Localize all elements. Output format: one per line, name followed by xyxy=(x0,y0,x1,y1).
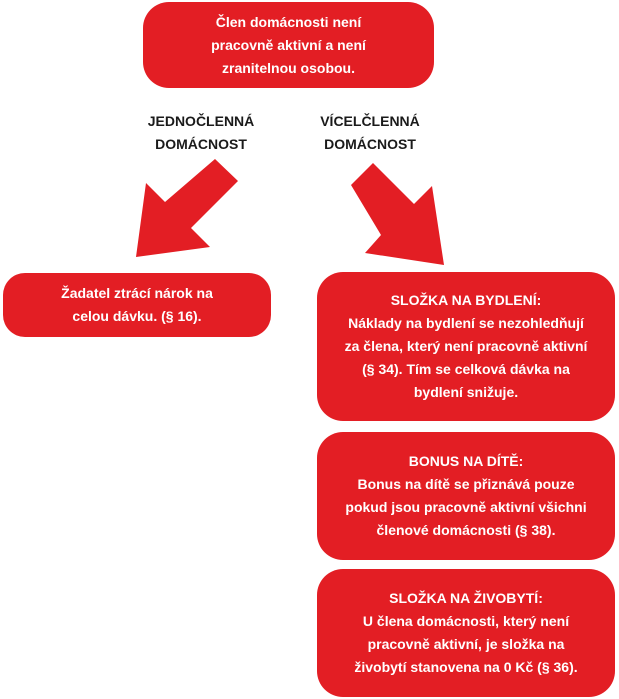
subsistence-box-line: U člena domácnosti, který není xyxy=(362,613,570,629)
left-result-box: Žadatel ztrácí nárok na celou dávku. (§ … xyxy=(3,273,271,337)
arrow-down-right-icon xyxy=(351,163,444,265)
child-bonus-box-line: Bonus na dítě se přiznává pouze xyxy=(357,476,575,492)
left-box-line: celou dávku. (§ 16). xyxy=(72,308,202,324)
branch-label-line: DOMÁCNOST xyxy=(324,136,416,152)
branch-label-line: DOMÁCNOST xyxy=(155,136,247,152)
branch-label-single: JEDNOČLENNÁ DOMÁCNOST xyxy=(116,110,286,156)
top-box: Člen domácnosti není pracovně aktivní a … xyxy=(143,2,434,88)
subsistence-box-line: živobytí stanovena na 0 Kč (§ 36). xyxy=(354,659,578,675)
child-bonus-box: BONUS NA DÍTĚ: Bonus na dítě se přiznává… xyxy=(317,432,615,560)
arrow-down-left-icon xyxy=(136,159,238,257)
housing-box-line: Náklady na bydlení se nezohledňují xyxy=(348,315,584,331)
top-box-line: pracovně aktivní a není xyxy=(211,36,366,53)
subsistence-component-box: SLOŽKA NA ŽIVOBYTÍ: U člena domácnosti, … xyxy=(317,569,615,697)
left-box-line: Žadatel ztrácí nárok na xyxy=(61,285,213,301)
housing-box-line: (§ 34). Tím se celková dávka na xyxy=(362,361,570,377)
housing-component-box: SLOŽKA NA BYDLENÍ: Náklady na bydlení se… xyxy=(317,272,615,421)
branch-label-multi: VÍCELČLENNÁ DOMÁCNOST xyxy=(285,110,455,156)
child-bonus-box-line: BONUS NA DÍTĚ: xyxy=(408,453,524,469)
subsistence-box-line: pracovně aktivní, je složka na xyxy=(367,636,565,652)
branch-label-line: JEDNOČLENNÁ xyxy=(147,113,255,129)
housing-box-line: za člena, který není pracovně aktivní xyxy=(344,338,588,354)
subsistence-box-line: SLOŽKA NA ŽIVOBYTÍ: xyxy=(389,590,543,606)
top-box-line: Člen domácnosti není xyxy=(215,13,362,30)
child-bonus-box-line: členové domácnosti (§ 38). xyxy=(376,522,556,538)
housing-box-line: SLOŽKA NA BYDLENÍ: xyxy=(390,292,542,308)
housing-box-line: bydlení snižuje. xyxy=(413,384,519,400)
child-bonus-box-line: pokud jsou pracovně aktivní všichni xyxy=(345,499,587,515)
top-box-line: zranitelnou osobou. xyxy=(222,59,355,76)
branch-label-line: VÍCELČLENNÁ xyxy=(320,113,420,129)
